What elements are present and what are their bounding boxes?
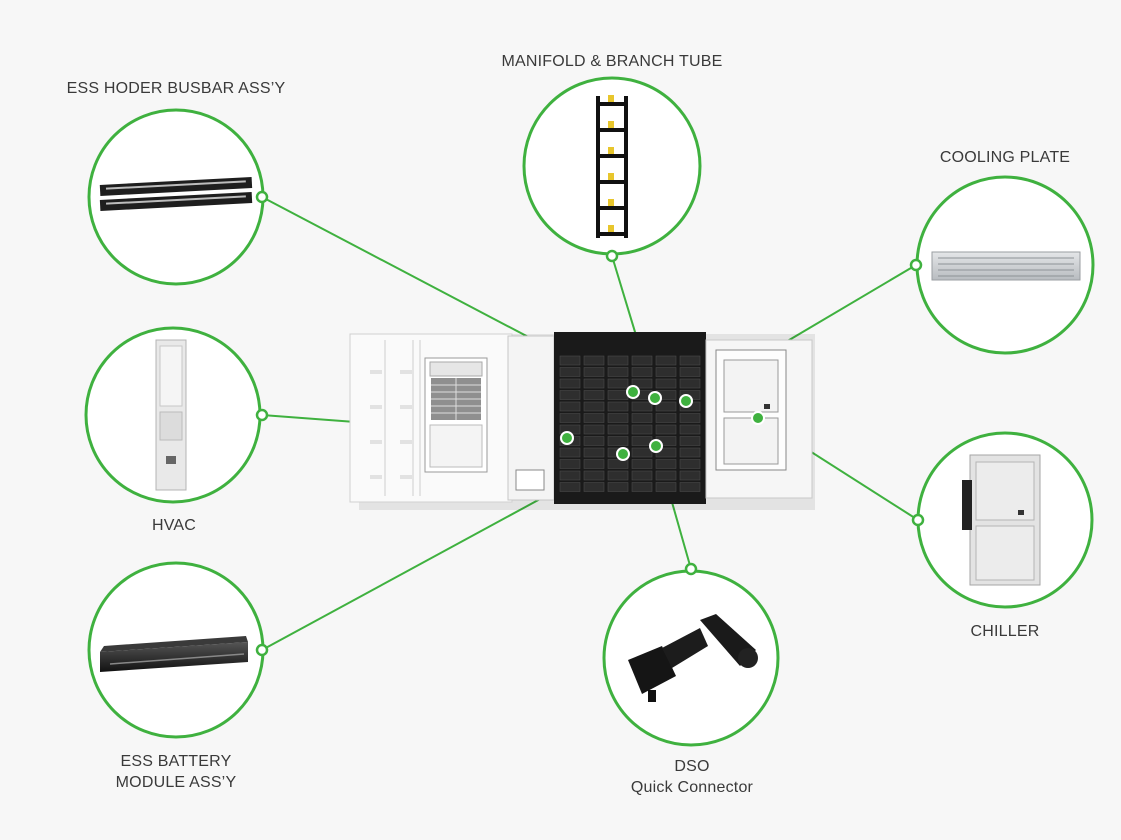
busbar-component [87, 108, 269, 286]
rack-cell [679, 424, 701, 435]
dso-connector-image [628, 614, 758, 702]
cooling-component [909, 175, 1095, 355]
rack-cell [655, 401, 677, 412]
chiller-label: CHILLER [970, 623, 1040, 640]
rack-cell [559, 367, 581, 377]
rack-cell [631, 470, 653, 481]
cooling-plate-label: COOLING PLATE [939, 149, 1071, 166]
dso-component [602, 562, 780, 747]
rack-cell [679, 447, 701, 458]
rack-cell [631, 355, 653, 366]
rack-cell [679, 378, 701, 389]
rack-cell [631, 482, 653, 492]
rack-cell [679, 470, 701, 481]
rack-cell [655, 367, 677, 377]
hvac-component [84, 326, 269, 504]
cooling-plate-image [931, 251, 1081, 281]
rack-cell [679, 459, 701, 469]
rack-cell [631, 424, 653, 435]
rack-cell [655, 424, 677, 435]
rack-cell [607, 459, 629, 469]
rack-cell [583, 367, 605, 377]
dso-label-line2: Quick Connector [630, 779, 754, 796]
battery-module-image [100, 636, 248, 672]
battery-label-line1: ESS BATTERY [120, 753, 232, 770]
rack-cell [559, 447, 581, 458]
rack-cell [607, 367, 629, 377]
chiller-cabinet-image [962, 454, 1041, 586]
rack-cell [631, 436, 653, 446]
rack-cell [607, 424, 629, 435]
rack-cell [607, 482, 629, 492]
hvac-label: HVAC [151, 517, 197, 534]
rack-cell [655, 482, 677, 492]
rack-cell [679, 482, 701, 492]
dso-label-line1: DSO [674, 758, 710, 775]
busbar-assembly-image [99, 177, 253, 211]
rack-cell [631, 367, 653, 377]
rack-cell [583, 459, 605, 469]
rack-cell [583, 482, 605, 492]
rack-cell [559, 459, 581, 469]
rack-cell [559, 470, 581, 481]
rack-cell [559, 413, 581, 423]
rack-cell [655, 355, 677, 366]
manifold-tube-image [596, 96, 628, 238]
rack-cell [607, 390, 629, 400]
rack-cell [679, 413, 701, 423]
rack-cell [559, 401, 581, 412]
rack-cell [679, 367, 701, 377]
rack-cell [631, 378, 653, 389]
rack-cell [559, 482, 581, 492]
rack-cell [679, 355, 701, 366]
rack-cell [583, 424, 605, 435]
rack-cell [583, 390, 605, 400]
rack-cell [583, 470, 605, 481]
rack-cell [655, 378, 677, 389]
rack-cell [583, 355, 605, 366]
hvac-unit-image [155, 339, 187, 491]
busbar-label: ESS HODER BUSBAR ASS’Y [66, 80, 286, 97]
rack-cell [679, 436, 701, 446]
battery-label-line2: MODULE ASS’Y [115, 774, 237, 791]
rack-cell [607, 470, 629, 481]
rack-cell [559, 355, 581, 366]
rack-cell [607, 355, 629, 366]
manifold-component [522, 76, 702, 263]
battery-component [87, 561, 269, 739]
rack-cell [607, 401, 629, 412]
rack-cell [607, 436, 629, 446]
rack-cell [655, 459, 677, 469]
rack-cell [655, 470, 677, 481]
rack-cell [631, 401, 653, 412]
rack-cell [559, 390, 581, 400]
chiller-component [911, 431, 1094, 609]
rack-cell [583, 436, 605, 446]
rack-cell [607, 378, 629, 389]
rack-cell [607, 413, 629, 423]
manifold-label: MANIFOLD & BRANCH TUBE [501, 53, 723, 70]
rack-cell [631, 459, 653, 469]
rack-cell [631, 413, 653, 423]
rack-cell [655, 413, 677, 423]
rack-cell [583, 413, 605, 423]
rack-cell [631, 447, 653, 458]
rack-cell [583, 447, 605, 458]
rack-cell [559, 378, 581, 389]
ess-container-image [349, 332, 815, 510]
rack-cell [583, 401, 605, 412]
rack-cell [583, 378, 605, 389]
connector-dots [560, 385, 765, 461]
